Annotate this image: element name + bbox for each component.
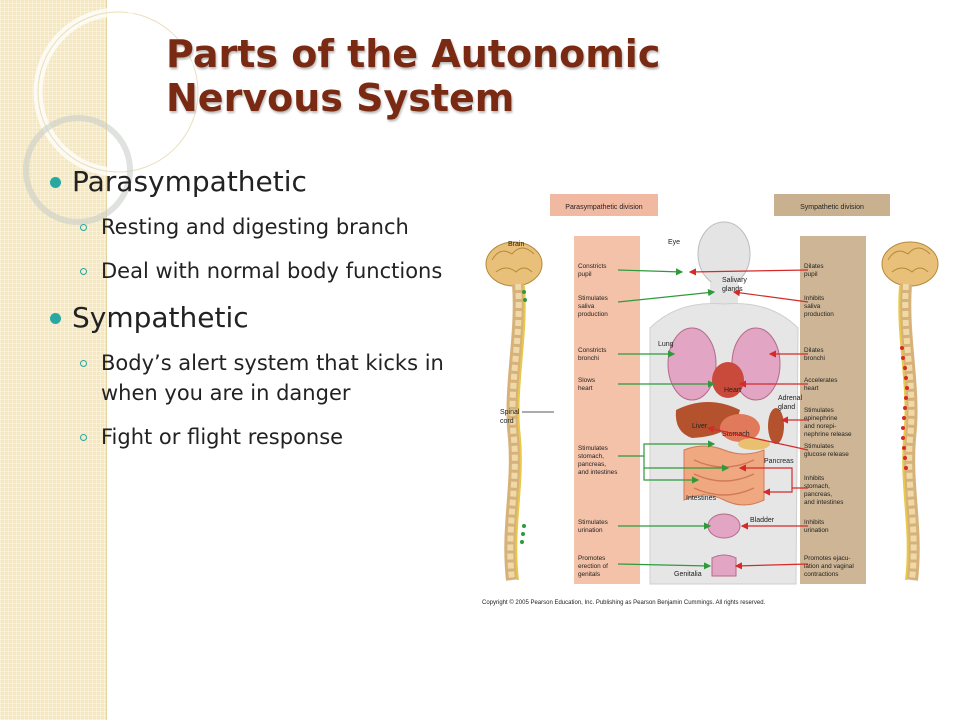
sympathetic-effect-text: Stimulates xyxy=(804,443,834,450)
bullet-parasympathetic: Parasympathetic xyxy=(50,164,470,200)
bullet-sympathetic: Sympathetic xyxy=(50,300,470,336)
sub-bullet-ring-icon xyxy=(80,360,87,367)
sympathetic-effect-text: nephrine release xyxy=(804,431,852,438)
sub-bullet-text: Fight or flight response xyxy=(101,425,344,449)
sympathetic-effect-text: saliva xyxy=(804,303,821,310)
parasympathetic-effect-text: pupil xyxy=(578,271,592,278)
sympathetic-effect-text: Promotes ejacu- xyxy=(804,555,851,562)
liver-label: Liver xyxy=(692,423,708,430)
parasympathetic-effect-text: heart xyxy=(578,385,593,392)
parasympathetic-effects: ConstrictspupilStimulatessalivaproductio… xyxy=(578,263,617,578)
sub-bullet: Fight or flight response xyxy=(50,422,470,452)
sub-bullet-ring-icon xyxy=(80,434,87,441)
slide-title: Parts of the Autonomic Nervous System xyxy=(166,32,786,120)
parasympathetic-effect-text: pancreas, xyxy=(578,461,606,468)
autonomic-nervous-system-diagram: Parasympathetic division Sympathetic div… xyxy=(478,188,950,610)
parasympathetic-arrows xyxy=(617,268,730,570)
sympathetic-effect-text: urination xyxy=(804,527,829,534)
parasympathetic-header-box xyxy=(550,194,658,216)
spinal-cord-label-1: Spinal xyxy=(500,409,520,416)
lung-label: Lung xyxy=(658,341,674,348)
sympathetic-effect-text: contractions xyxy=(804,571,838,578)
parasympathetic-effect-text: Stimulates xyxy=(578,445,608,452)
parasympathetic-effect-text: Stimulates xyxy=(578,295,608,302)
sympathetic-effect-text: stomach, xyxy=(804,483,830,490)
sympathetic-effect-text: production xyxy=(804,311,834,318)
sub-bullet-ring-icon xyxy=(80,224,87,231)
parasympathetic-header: Parasympathetic division xyxy=(565,204,643,211)
adrenal-label-2: gland xyxy=(778,404,795,411)
sympathetic-effects: DilatespupilInhibitssalivaproductionDila… xyxy=(804,263,854,578)
sub-bullet-ring-icon xyxy=(80,268,87,275)
left-brain-spine-illustration xyxy=(485,241,543,581)
right-brain-spine-illustration xyxy=(881,241,939,581)
sympathetic-effect-text: bronchi xyxy=(804,355,825,362)
sympathetic-effect-text: Accelerates xyxy=(804,377,837,384)
parasympathetic-effect-text: Constricts xyxy=(578,263,606,270)
brain-label-left: Brain xyxy=(508,241,524,248)
sympathetic-effect-text: Dilates xyxy=(804,263,824,270)
sympathetic-effect-text: Inhibits xyxy=(804,475,824,482)
bullet-label: Parasympathetic xyxy=(72,165,307,198)
sub-bullet-text: Deal with normal body functions xyxy=(101,259,443,283)
pancreas-label: Pancreas xyxy=(764,458,794,465)
parasympathetic-effect-text: Slows xyxy=(578,377,595,384)
sympathetic-effect-text: lation and vaginal xyxy=(804,563,854,570)
decorative-rings xyxy=(23,0,203,225)
genitalia-label: Genitalia xyxy=(674,571,702,578)
heart-label: Heart xyxy=(724,387,741,394)
parasympathetic-effect-text: Constricts xyxy=(578,347,606,354)
sympathetic-effect-text: and norepi- xyxy=(804,423,836,430)
title-line-1: Parts of the Autonomic xyxy=(166,32,661,76)
sympathetic-band xyxy=(800,236,866,584)
sympathetic-effect-text: Inhibits xyxy=(804,295,824,302)
bullet-dot-icon xyxy=(50,177,61,188)
salivary-label-1: Salivary xyxy=(722,277,747,284)
sympathetic-effect-text: glucose release xyxy=(804,451,849,458)
parasympathetic-effect-text: and intestines xyxy=(578,469,617,476)
sympathetic-arrows xyxy=(688,268,809,570)
sympathetic-header: Sympathetic division xyxy=(800,204,864,211)
sub-bullet-text: Body’s alert system that kicks in when y… xyxy=(101,351,444,405)
parasympathetic-effect-text: erection of xyxy=(578,563,608,570)
sympathetic-effect-text: pupil xyxy=(804,271,818,278)
bullet-list: Parasympathetic Resting and digesting br… xyxy=(50,164,470,466)
sympathetic-effect-text: Inhibits xyxy=(804,519,824,526)
parasympathetic-effect-text: Stimulates xyxy=(578,519,608,526)
bladder-label: Bladder xyxy=(750,517,775,524)
sympathetic-effect-text: epinephrine xyxy=(804,415,838,422)
parasympathetic-effect-text: production xyxy=(578,311,608,318)
salivary-label-2: glands xyxy=(722,286,743,293)
parasympathetic-effect-text: genitals xyxy=(578,571,600,578)
sympathetic-effect-text: pancreas, xyxy=(804,491,832,498)
parasympathetic-effect-text: bronchi xyxy=(578,355,599,362)
title-line-2: Nervous System xyxy=(166,76,515,120)
sub-bullet: Body’s alert system that kicks in when y… xyxy=(50,348,470,408)
sub-bullet: Resting and digesting branch xyxy=(50,212,470,242)
sympathetic-effect-text: Stimulates xyxy=(804,407,834,414)
sub-bullet: Deal with normal body functions xyxy=(50,256,470,286)
adrenal-label-1: Adrenal xyxy=(778,395,803,402)
bullet-dot-icon xyxy=(50,313,61,324)
sub-bullet-text: Resting and digesting branch xyxy=(101,215,409,239)
parasympathetic-effect-text: stomach, xyxy=(578,453,604,460)
sympathetic-effect-text: and intestines xyxy=(804,499,843,506)
diagram-svg: Parasympathetic division Sympathetic div… xyxy=(482,194,939,606)
parasympathetic-effect-text: urination xyxy=(578,527,603,534)
sympathetic-header-box xyxy=(774,194,890,216)
sympathetic-effect-text: heart xyxy=(804,385,819,392)
eye-label: Eye xyxy=(668,239,680,246)
bullet-label: Sympathetic xyxy=(72,301,249,334)
copyright-text: Copyright © 2005 Pearson Education, Inc.… xyxy=(482,599,766,606)
sympathetic-effect-text: Dilates xyxy=(804,347,824,354)
spinal-cord-label-2: cord xyxy=(500,418,514,425)
parasympathetic-effect-text: Promotes xyxy=(578,555,605,562)
parasympathetic-effect-text: saliva xyxy=(578,303,595,310)
intestines-label: Intestines xyxy=(686,495,716,502)
